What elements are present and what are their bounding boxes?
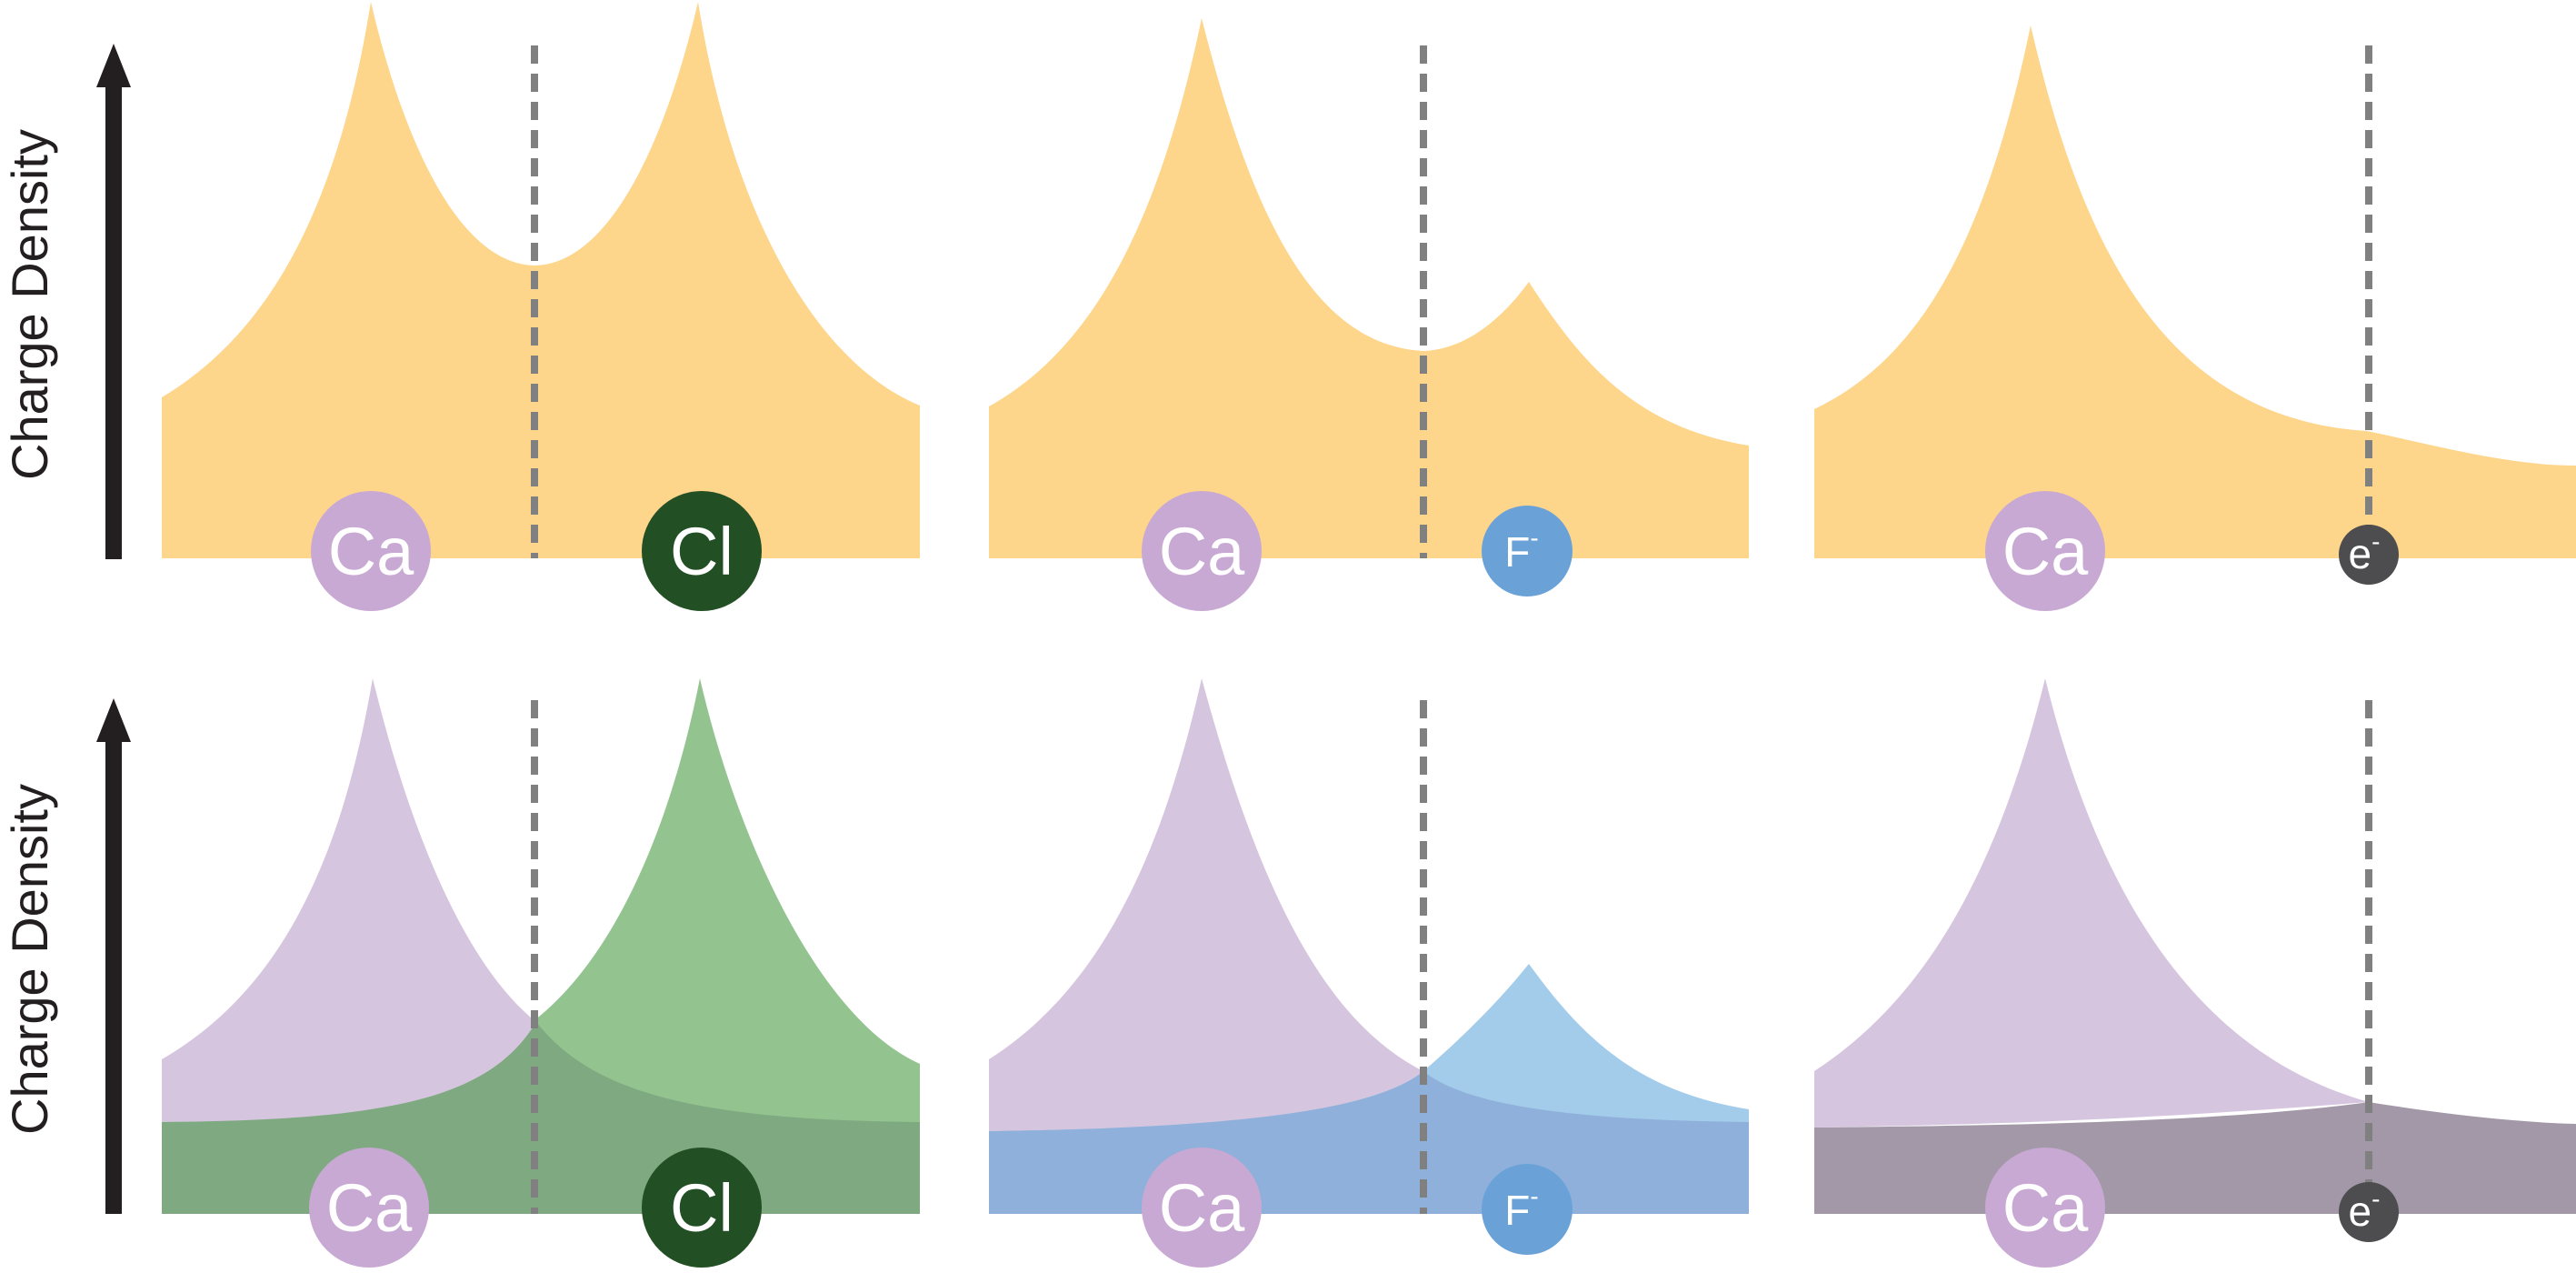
bottom-y-axis-label: Charge Density	[1, 784, 58, 1135]
cl-density	[162, 678, 920, 1214]
ca-atom	[309, 1148, 429, 1268]
top-axis-arrowhead	[96, 44, 131, 87]
electron-label: e-	[2349, 1185, 2381, 1235]
ca-atom-label: Ca	[326, 1170, 413, 1246]
f-ion-label: F-	[1504, 524, 1538, 576]
ca-density	[1814, 678, 2369, 1214]
bottom-axis-arrowhead	[96, 698, 131, 742]
ca-atom	[1142, 1148, 1262, 1268]
total-density-ca-f	[989, 18, 1749, 558]
ca-atom	[1985, 1148, 2105, 1268]
top-y-axis: Charge Density	[1, 44, 131, 559]
ca-atom	[1142, 491, 1262, 611]
panel-ca-f-total: Ca F-	[989, 18, 1749, 611]
cl-atom	[642, 491, 762, 611]
panel-ca-cl-decomposed: Ca Cl	[162, 678, 920, 1268]
ca-atom-label: Ca	[1159, 1170, 1245, 1246]
f-ion-label: F-	[1504, 1182, 1538, 1234]
electron	[2339, 1182, 2399, 1242]
panel-ca-cl-total: Ca Cl	[162, 2, 920, 611]
cl-atom-label: Cl	[670, 1170, 734, 1246]
ca-atom-label: Ca	[2002, 1170, 2089, 1246]
f-ion	[1482, 506, 1573, 596]
panel-ca-f-decomposed: Ca F-	[989, 678, 1749, 1268]
bottom-y-axis: Charge Density	[1, 698, 131, 1214]
ca-atom	[311, 491, 431, 611]
electron	[2339, 525, 2399, 585]
f-ion	[1482, 1164, 1573, 1255]
total-density-ca-e	[1814, 25, 2576, 558]
panel-ca-e-decomposed: Ca e-	[1814, 678, 2576, 1268]
ca-density	[989, 678, 1423, 1214]
total-density-ca-cl	[162, 2, 920, 558]
cl-atom-label: Cl	[670, 514, 734, 589]
ca-atom-label: Ca	[1159, 514, 1245, 589]
cl-atom	[642, 1148, 762, 1268]
electron-label: e-	[2349, 527, 2381, 577]
ca-density	[162, 678, 536, 1214]
ca-atom-label: Ca	[328, 514, 414, 589]
panel-ca-e-total: Ca e-	[1814, 25, 2576, 611]
top-y-axis-label: Charge Density	[1, 129, 58, 480]
ca-atom	[1985, 491, 2105, 611]
ca-atom-label: Ca	[2002, 514, 2089, 589]
